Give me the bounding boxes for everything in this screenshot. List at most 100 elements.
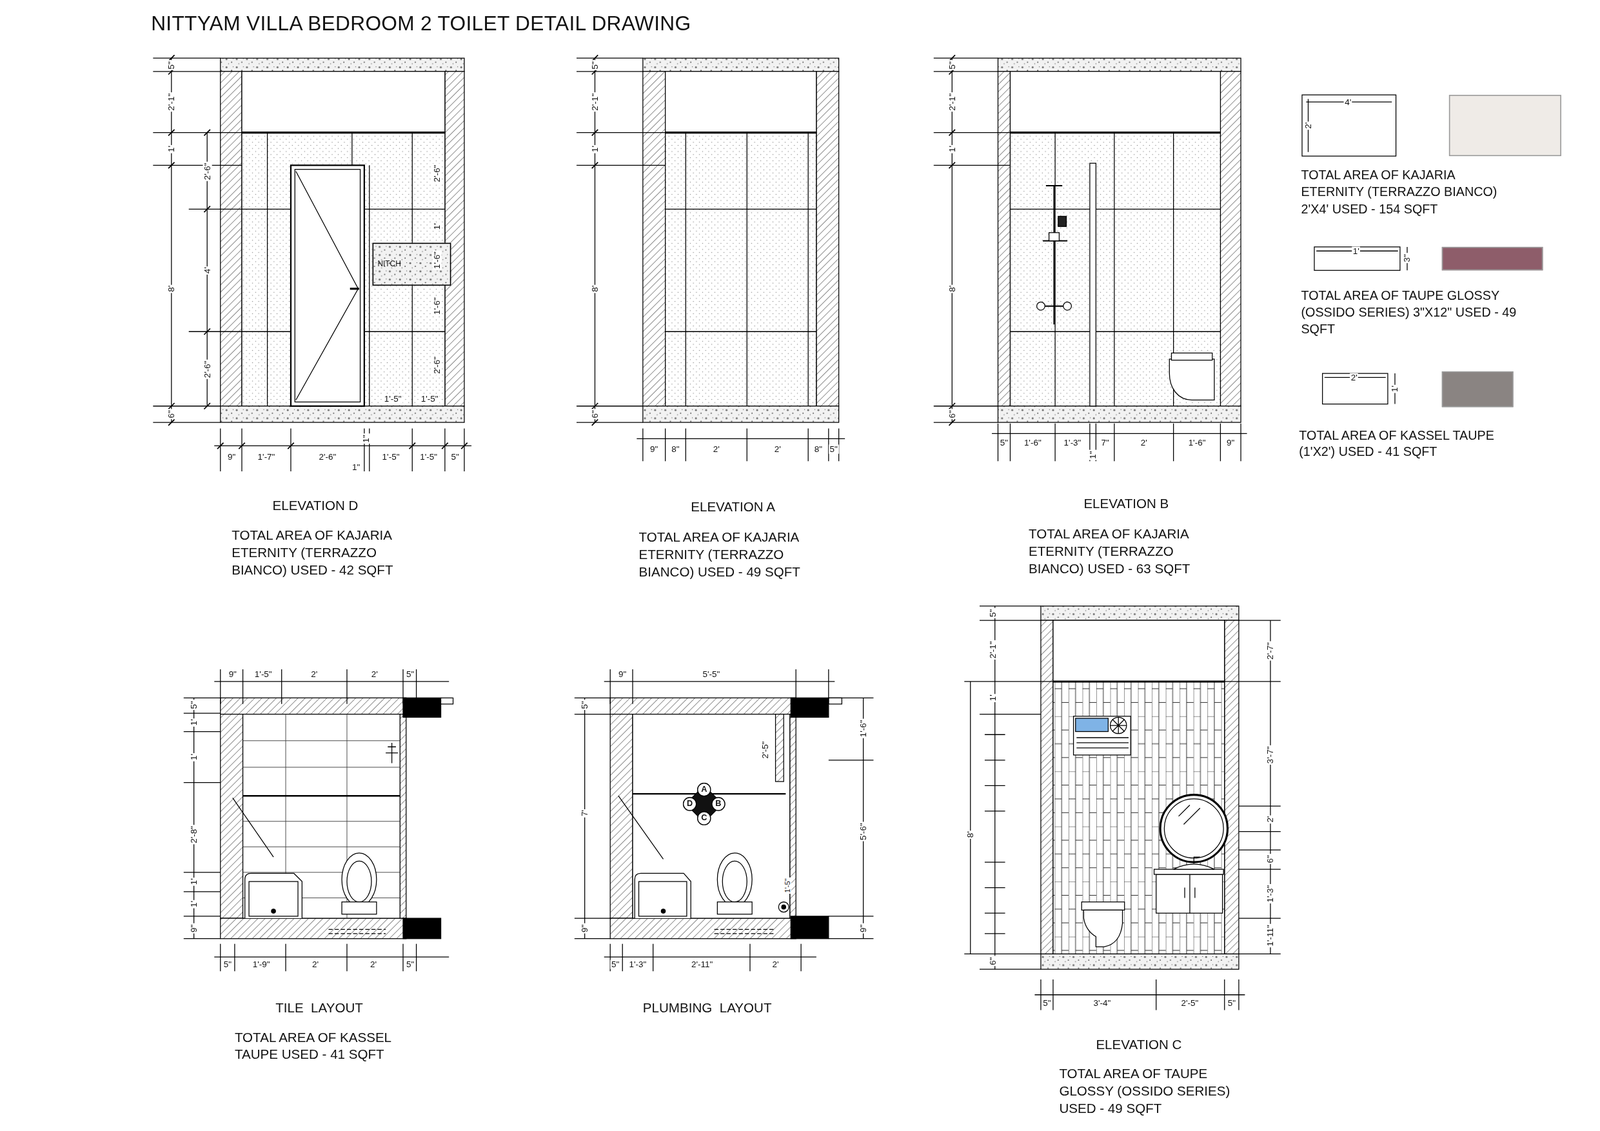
- section-marker: D: [682, 797, 698, 812]
- dimension-text: 7": [1100, 438, 1110, 447]
- dimension-text: 2': [370, 670, 379, 679]
- dimension-text: 9": [649, 444, 660, 453]
- section-marker: C: [697, 811, 712, 826]
- dimension-text: 1'-6": [1022, 438, 1043, 447]
- niche-label: NITCH: [377, 260, 401, 269]
- dimension-text: 1': [189, 899, 198, 909]
- dimension-text: 9": [617, 670, 627, 679]
- elevation-d: [152, 54, 472, 472]
- dimension-text: 6": [167, 409, 176, 420]
- dimension-text: 3'-4": [1092, 998, 1112, 1008]
- tile-swatch: [1441, 246, 1544, 271]
- view-title: ELEVATION C: [1095, 1037, 1182, 1052]
- dimension-text: 6": [948, 409, 957, 420]
- marker-outline: [697, 811, 711, 825]
- dimension-text: 2'-6": [432, 163, 441, 184]
- area-note: TOTAL AREA OF KAJARIA ETERNITY (TERRAZZO…: [639, 529, 829, 582]
- drawing-title: NITTYAM VILLA BEDROOM 2 TOILET DETAIL DR…: [150, 13, 691, 35]
- dimension-text: 1'-6": [432, 296, 441, 317]
- dimension-text: 4': [1343, 98, 1353, 107]
- dimension-text: 8': [966, 830, 975, 840]
- elevation-b: [933, 54, 1248, 462]
- dimension-text: 8': [590, 284, 600, 293]
- dimension-text: 2'-11": [690, 960, 714, 969]
- dimension-text: 2'-6": [432, 355, 441, 375]
- dimension-text: 5": [590, 60, 600, 71]
- dimension-text: 2': [771, 960, 780, 969]
- view-title: PLUMBING LAYOUT: [642, 1000, 772, 1015]
- legend-tile-sizes: [1302, 94, 1408, 404]
- dimension-text: 2'-1": [948, 92, 957, 112]
- dimension-text: 9": [859, 923, 868, 934]
- dimension-text: 1'-5": [419, 452, 439, 462]
- dimension-text: 5": [1226, 998, 1237, 1008]
- dimension-text: 2'-7": [1265, 641, 1275, 662]
- legend-text: TOTAL AREA OF KAJARIA ETERNITY (TERRAZZO…: [1300, 167, 1521, 217]
- view-title: ELEVATION B: [1083, 497, 1169, 511]
- dimension-text: 6": [988, 956, 998, 967]
- dimension-text: 2': [711, 444, 721, 453]
- dimension-text: 6": [590, 409, 600, 420]
- tile-swatch: [1449, 94, 1562, 157]
- dimension-text: 8': [167, 284, 176, 293]
- area-note: TOTAL AREA OF TAUPE GLOSSY (OSSIDO SERIE…: [1058, 1066, 1248, 1119]
- dimension-text: 9": [580, 923, 589, 934]
- tile-swatch: [1441, 371, 1514, 407]
- dimension-text: 2'-1": [988, 640, 998, 660]
- dimension-text: 2': [1265, 815, 1275, 824]
- dimension-text: 1": [1088, 450, 1097, 460]
- dimension-text: 1': [167, 144, 176, 153]
- dimension-text: 1'-5": [419, 394, 440, 404]
- dimension-text: 3": [1402, 253, 1412, 264]
- dimension-text: 8": [813, 444, 823, 453]
- dimension-text: 5": [167, 60, 176, 71]
- dimension-text: 9": [1225, 438, 1236, 447]
- dimension-text: 2'-6": [202, 359, 211, 380]
- dimension-text: 9": [189, 923, 198, 934]
- section-letter: B: [715, 800, 721, 809]
- dimension-text: 2': [310, 670, 319, 679]
- elevation-c: [964, 606, 1281, 1011]
- dimension-text: 2'-5": [1180, 998, 1200, 1008]
- dimension-text: 1'-3": [1062, 438, 1083, 447]
- dimension-text: 1'-6": [859, 719, 868, 739]
- dimension-text: 1'-3": [628, 960, 648, 969]
- dimension-text: 7': [580, 808, 589, 818]
- niche-box: NITCH: [372, 243, 452, 286]
- dimension-text: 1'-6": [432, 250, 441, 271]
- dimension-text: 2'-8": [189, 824, 198, 845]
- dimension-text: 5": [988, 608, 998, 618]
- dimension-text: 4': [202, 266, 211, 275]
- dimension-text: 1': [432, 222, 441, 231]
- dimension-text: 1'-5": [784, 877, 792, 894]
- dimension-text: 1'-3": [1265, 884, 1275, 904]
- section-letter: D: [686, 800, 693, 809]
- tile-layout-plan: [183, 669, 454, 972]
- dimension-text: 1': [1351, 246, 1361, 256]
- dimension-text: 5": [580, 700, 589, 711]
- dimension-text: 1': [590, 144, 600, 153]
- dimension-text: 2'-6": [202, 161, 211, 182]
- legend-text: TOTAL AREA OF KASSEL TAUPE (1'X2') USED …: [1298, 427, 1529, 461]
- dimension-text: 2'-1": [590, 92, 600, 112]
- dimension-text: 1': [1390, 384, 1399, 393]
- dimension-text: 9": [226, 452, 237, 462]
- dimension-text: 2': [1349, 373, 1359, 382]
- dimension-text: 1'-6": [1187, 438, 1207, 447]
- dimension-text: 5": [404, 670, 415, 679]
- dimension-text: 5": [828, 444, 839, 453]
- dimension-text: 9": [227, 670, 238, 679]
- plumbing-layout-plan: [574, 669, 874, 972]
- view-title: ELEVATION A: [690, 499, 776, 514]
- dimension-text: 2': [1303, 121, 1313, 130]
- view-title: ELEVATION D: [272, 499, 358, 513]
- marker-outline: [711, 797, 725, 811]
- dimension-text: 1': [189, 718, 198, 727]
- dimension-text: 2'-5": [760, 740, 770, 760]
- section-letter: C: [701, 814, 707, 823]
- dimension-text: 5'-5": [701, 670, 721, 679]
- dimension-text: 1'-9": [251, 960, 271, 969]
- dimension-text: 3'-7": [1265, 745, 1275, 765]
- dimension-text: 1": [361, 434, 371, 444]
- dimension-text: 8': [948, 284, 957, 293]
